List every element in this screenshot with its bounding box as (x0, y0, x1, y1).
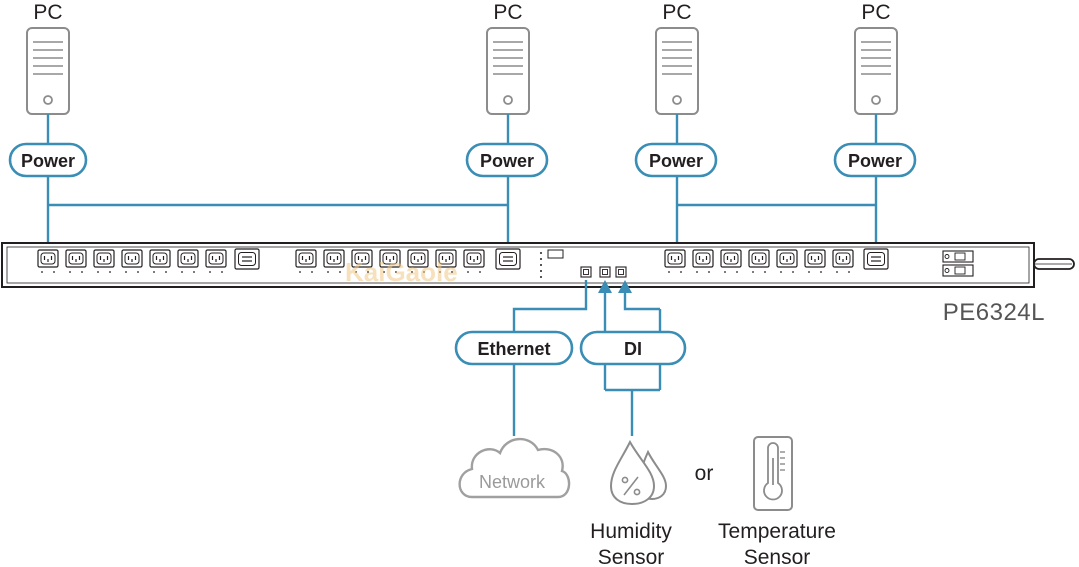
pc-1: PC (26, 1, 70, 115)
temperature-sensor-label-line1: Temperature (718, 520, 836, 543)
di-port-1 (599, 266, 611, 278)
ethernet-connection: Ethernet (454, 280, 588, 436)
computer-icon (26, 27, 70, 115)
computer-icon (854, 27, 898, 115)
computer-icon (486, 27, 530, 115)
pc-4: PC (854, 1, 898, 115)
humidity-sensor-label-line1: Humidity (590, 520, 672, 543)
cloud-icon (458, 437, 571, 499)
pc-2-label: PC (493, 1, 522, 24)
power-label: Power (848, 151, 902, 171)
watermark: KaiGaole (345, 257, 458, 287)
arrow-up-icon (598, 280, 612, 293)
network-cloud: Network (458, 437, 571, 499)
computer-icon (655, 27, 699, 115)
control-panel (540, 249, 627, 278)
temperature-sensor-label-line2: Sensor (744, 546, 811, 567)
arrow-up-icon (618, 280, 632, 293)
power-label: Power (21, 151, 75, 171)
power-pill-3: Power (634, 142, 718, 178)
di-label: DI (624, 339, 642, 359)
di-port-2 (615, 266, 627, 278)
humidity-sensor-label-line2: Sensor (598, 546, 665, 567)
pdu-model-label: PE6324L (943, 299, 1045, 326)
di-connection: DI (579, 280, 687, 436)
power-label: Power (649, 151, 703, 171)
circuit-breakers (942, 250, 974, 277)
power-connection-lines (46, 114, 878, 248)
pc-1-label: PC (33, 1, 62, 24)
power-label: Power (480, 151, 534, 171)
pc-3: PC (655, 1, 699, 115)
ethernet-port (580, 266, 592, 278)
pc-3-label: PC (662, 1, 691, 24)
humidity-drop-icon (609, 439, 668, 506)
ethernet-label: Ethernet (477, 339, 550, 359)
pc-4-label: PC (861, 1, 890, 24)
network-label: Network (479, 472, 546, 492)
power-pill-4: Power (833, 142, 917, 178)
pc-2: PC (486, 1, 530, 115)
pdu-unit: KaiGaole (1, 242, 1075, 288)
power-pill-1: Power (8, 142, 88, 178)
humidity-sensor: Humidity Sensor (590, 439, 672, 567)
temperature-sensor: Temperature Sensor (718, 436, 836, 567)
thermometer-icon (753, 436, 793, 511)
power-pill-2: Power (465, 142, 549, 178)
or-label: or (695, 462, 714, 485)
